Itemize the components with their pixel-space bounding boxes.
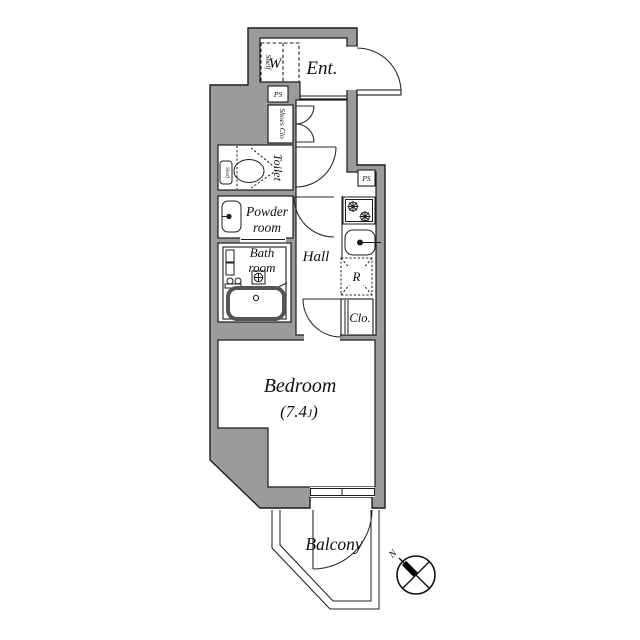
bath-room-label-2: room — [249, 260, 276, 275]
balcony-inner-rail — [279, 510, 372, 602]
shelf-dashed-box — [260, 42, 300, 83]
burner-icon — [347, 201, 359, 212]
balcony-door-icon — [312, 509, 373, 570]
shoes-closet-label: Shoes Clo — [278, 108, 287, 138]
toilet-tank-icon — [219, 160, 233, 185]
toilet-fixture: Shelf — [219, 146, 278, 189]
bath-door-gap — [240, 237, 286, 246]
powder-room-label-1: Powder — [245, 204, 289, 219]
closet-border — [340, 298, 374, 336]
bedroom-size-label: (7.4J) — [280, 402, 318, 421]
north-label: N — [386, 547, 400, 561]
bath-shelf — [225, 262, 235, 276]
washer-shelf-box: Shelf W — [260, 42, 300, 83]
closet-label: Clo. — [349, 311, 370, 325]
bedroom-label: Bedroom — [264, 375, 337, 397]
shelf-label: Shelf — [264, 55, 273, 71]
bedroom-doorway-gap — [304, 334, 340, 341]
ps-right-label: PS — [361, 174, 371, 183]
powder-room-label-2: room — [253, 220, 281, 235]
bathtub-drain — [252, 294, 260, 302]
kitchenette — [341, 196, 381, 258]
entrance-door-leaf — [356, 89, 402, 96]
washer-label: W — [269, 56, 283, 72]
balcony-area: Balcony — [271, 509, 380, 610]
hall-label: Hall — [302, 249, 330, 265]
powder-sink-icon — [221, 200, 242, 233]
toilet-bowl-icon — [233, 159, 265, 183]
room-shoes-closet — [267, 104, 294, 144]
refrigerator-space: R — [340, 257, 373, 296]
powder-door-icon — [293, 196, 335, 238]
toilet-label: Toilet — [271, 154, 285, 182]
bath-shelf — [225, 249, 235, 263]
ps-box-right — [357, 169, 376, 187]
bathtub-icon — [226, 286, 286, 321]
closet: Clo. — [340, 298, 374, 336]
bath-room-label-1: Bath — [250, 245, 275, 260]
shoes-closet-double-door-icon — [295, 105, 315, 143]
bath-fixtures — [224, 249, 288, 321]
burner-icon — [359, 211, 371, 222]
refrigerator-label: R — [352, 269, 361, 284]
room-entrance — [259, 37, 348, 100]
ps-upper-label: PS — [273, 90, 283, 99]
ps-box-upper — [267, 85, 289, 103]
toilet-door-icon — [295, 146, 337, 188]
compass-needle — [401, 560, 418, 577]
toilet-tank-label: Shelf — [224, 167, 231, 179]
compass-icon: N — [386, 547, 436, 595]
sliding-window-icon — [310, 487, 375, 497]
room-bedroom — [217, 339, 376, 488]
bedroom-door-icon — [302, 298, 342, 338]
entrance-door — [346, 45, 402, 96]
entrance-door-arc-icon — [356, 47, 402, 93]
entrance-label: Ent. — [305, 58, 337, 79]
balcony-label: Balcony — [305, 534, 363, 554]
